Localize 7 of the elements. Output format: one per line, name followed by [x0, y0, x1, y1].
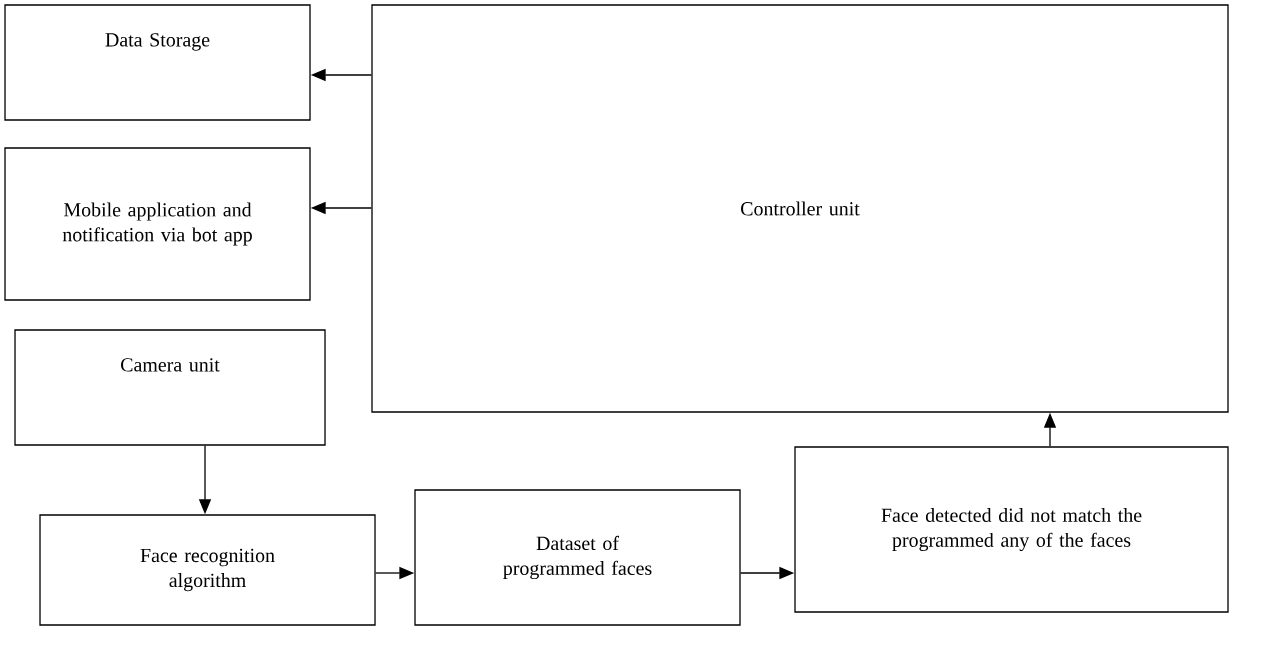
- process-box: Face detected did not match the programmed any of the faces: [794, 446, 1229, 613]
- process-box: Face recognition algorithm: [39, 514, 376, 626]
- process-box: Mobile application and notification via bot app: [4, 147, 311, 301]
- process-box: Camera unit: [14, 329, 326, 446]
- process-box: Dataset of programmed faces: [414, 489, 741, 626]
- process-box: Data Storage: [4, 4, 311, 121]
- process-box: Controller unit: [371, 4, 1229, 413]
